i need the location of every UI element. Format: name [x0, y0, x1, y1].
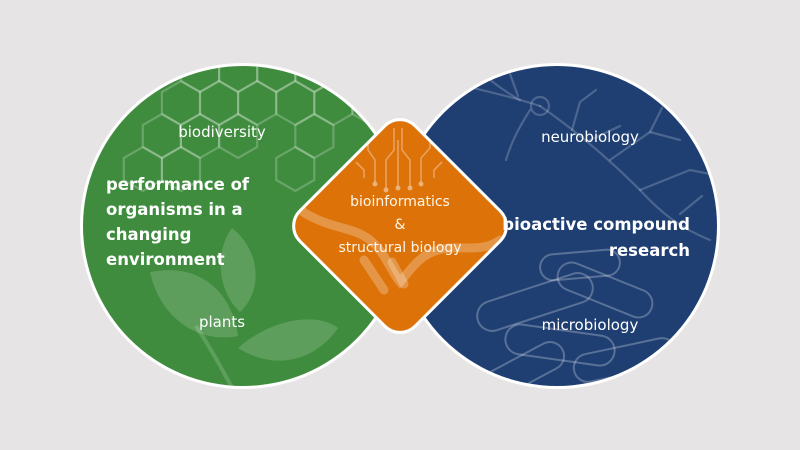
left-main-line-3: changing — [106, 225, 191, 244]
hexagon-shape — [332, 66, 373, 94]
center-line-2: & — [395, 217, 406, 233]
hexagon-shape — [160, 79, 202, 127]
left-topic-top: biodiversity — [178, 123, 266, 141]
hexagon-shape — [294, 66, 335, 94]
right-main-line-1: bioactive compound — [502, 215, 690, 234]
hexagon-shape — [218, 66, 259, 94]
hexagon-shape — [179, 66, 221, 94]
hexagon-shape — [351, 79, 392, 127]
hexagon-shape — [179, 112, 221, 160]
center-line-1: bioinformatics — [350, 194, 450, 210]
dna-icon — [295, 205, 505, 295]
hexagon-shape — [275, 145, 316, 193]
hexagon-shape — [141, 112, 182, 160]
hexagon-shape — [237, 79, 278, 127]
hexagon-shape — [218, 112, 259, 160]
leaf-icon — [150, 228, 338, 386]
hexagon-shape — [294, 112, 335, 160]
left-main-line-2: organisms in a — [106, 200, 243, 219]
left-main-line-1: performance of — [106, 175, 250, 194]
hexagon-shape — [160, 145, 202, 193]
hexagon-shape — [256, 66, 297, 94]
hexagon-shape — [275, 79, 316, 127]
left-circle — [80, 63, 406, 389]
hexagon-shape — [198, 79, 240, 127]
left-topic-bottom: plants — [199, 313, 245, 331]
right-topic-bottom: microbiology — [542, 316, 639, 334]
center-line-3: structural biology — [338, 240, 461, 256]
right-main-line-2: research — [609, 241, 690, 260]
left-main-line-4: environment — [106, 250, 225, 269]
right-circle — [394, 63, 720, 389]
hexagon-shape — [122, 145, 163, 193]
center-diamond — [292, 118, 508, 334]
right-topic-top: neurobiology — [541, 128, 639, 146]
